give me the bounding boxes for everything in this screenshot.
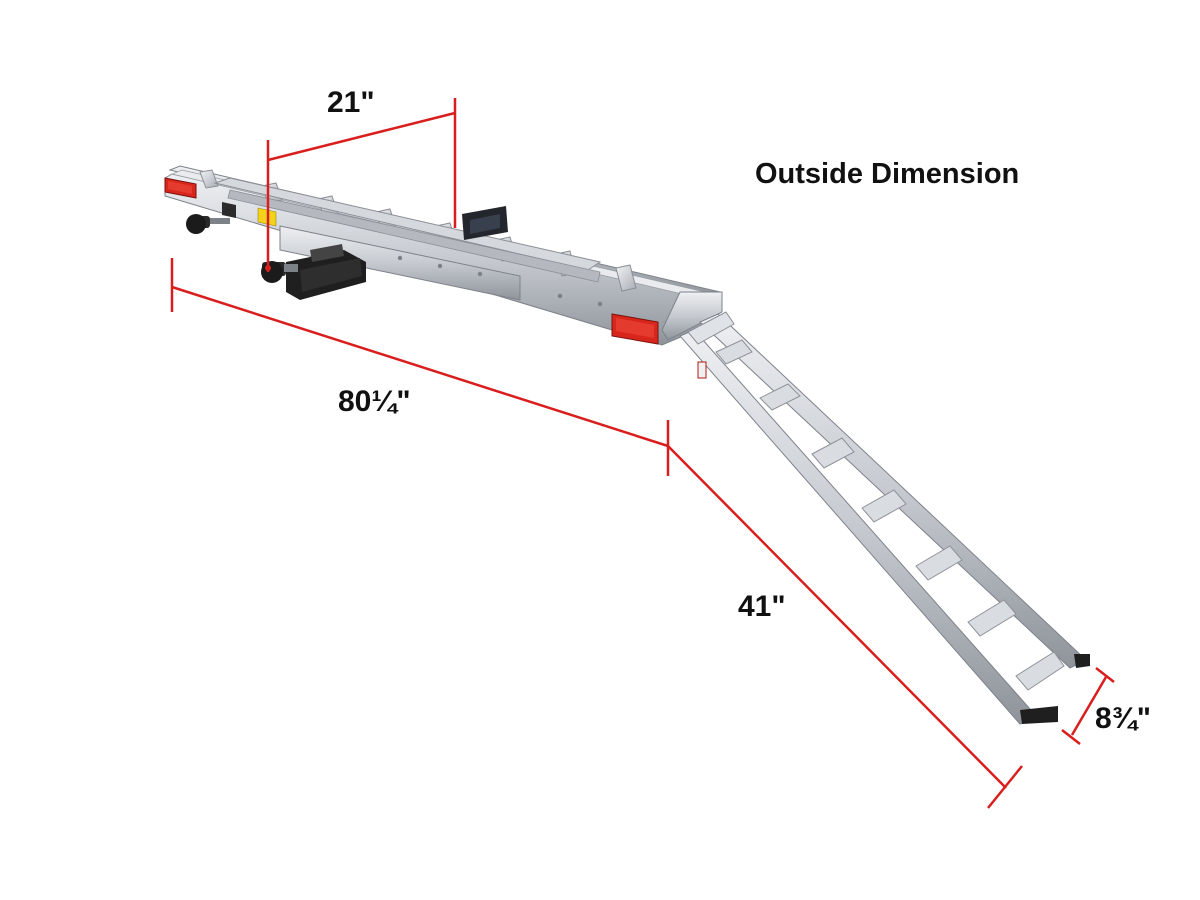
dim-line-80	[171, 285, 669, 448]
dim-tick-8-top	[1095, 667, 1115, 683]
outside-dimension-title: Outside Dimension	[755, 158, 1020, 190]
dim-tick-41-bottom	[987, 765, 1023, 809]
carrier-platform	[164, 165, 723, 346]
dimension-lines	[170, 98, 1115, 809]
ramp-left-rail	[679, 329, 1039, 725]
platform-front-bar	[661, 291, 723, 341]
dim-tick-8-bottom	[1061, 729, 1081, 745]
dimension-label-ramp-length: 41"	[738, 590, 786, 623]
reflector-rear	[164, 177, 197, 199]
upright-bracket	[462, 206, 508, 240]
hitch-receiver	[286, 244, 366, 300]
wheel-track	[213, 177, 602, 271]
dim-line-21	[267, 111, 456, 162]
dim-line-41	[667, 445, 1007, 789]
dimension-label-platform-width: 21"	[327, 86, 375, 119]
dim-line-8	[1070, 676, 1108, 736]
dimension-label-ramp-width: 8¾"	[1095, 702, 1151, 735]
ramp-rungs	[715, 339, 1065, 691]
dimension-label-platform-length: 80¼"	[338, 385, 411, 418]
loading-ramp	[679, 311, 1090, 725]
stabilizer-knob-rear	[186, 214, 230, 234]
reflector-front	[611, 313, 659, 345]
